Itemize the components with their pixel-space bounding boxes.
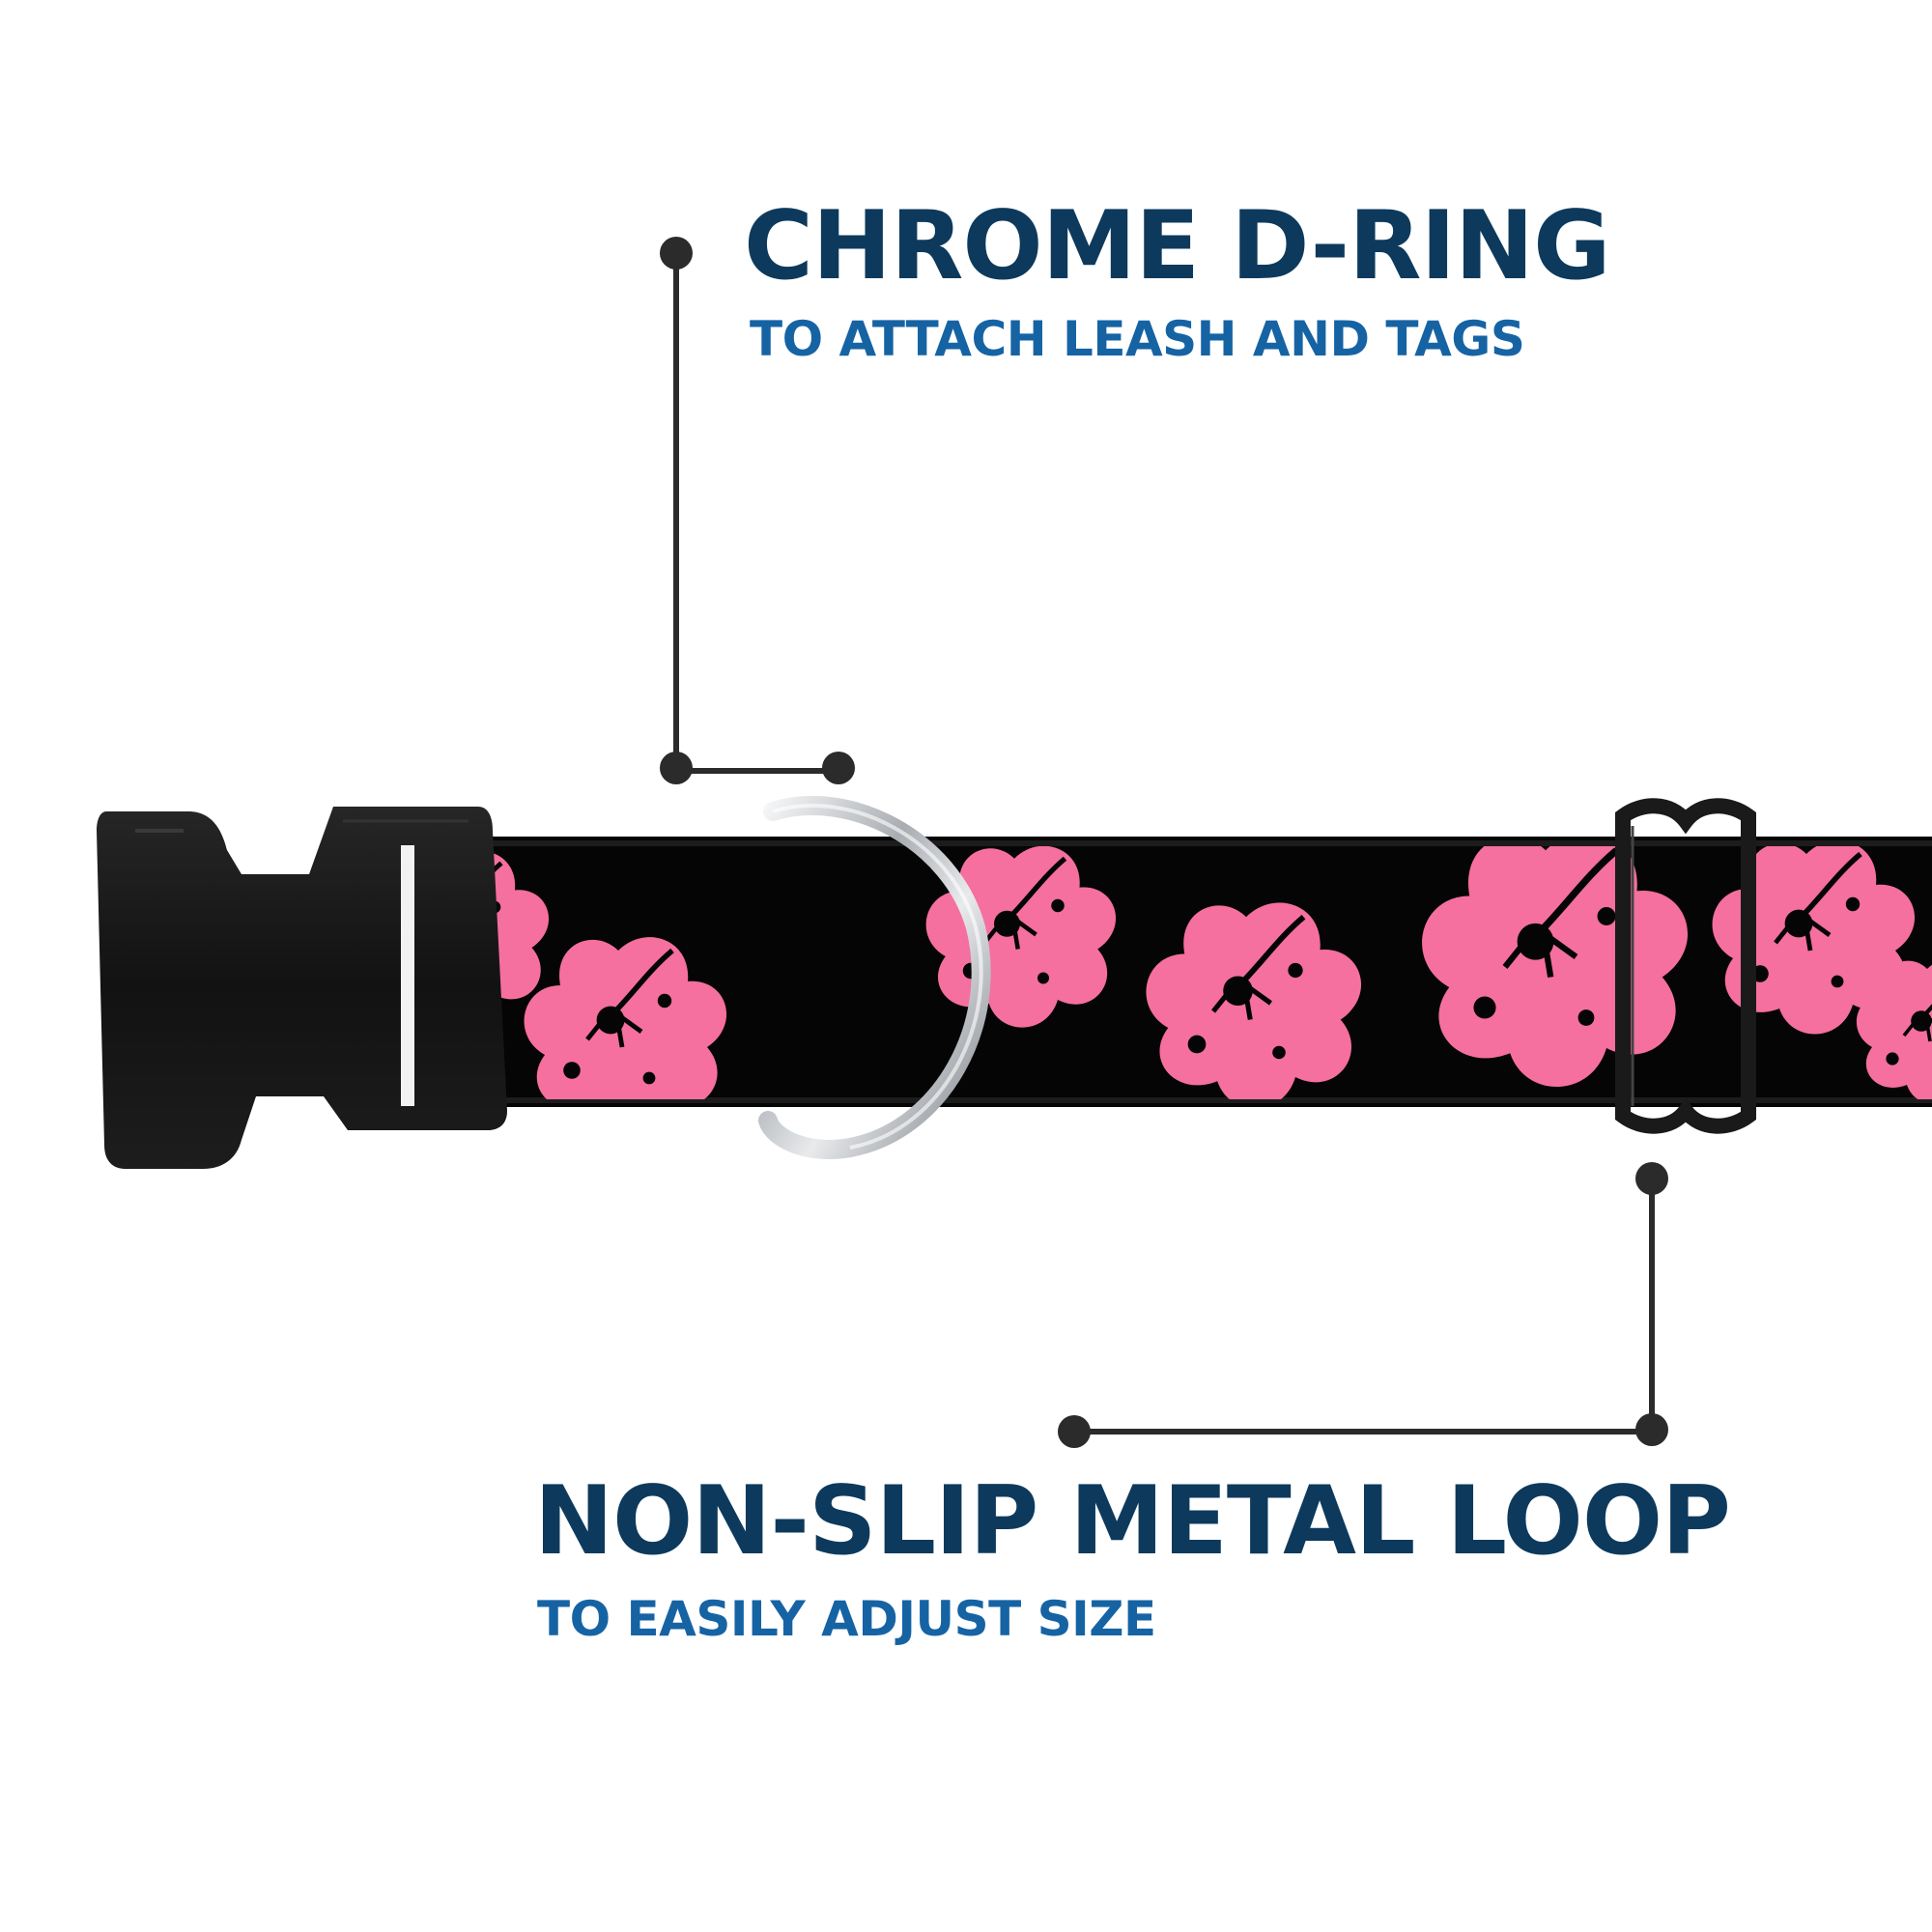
leader-dot bbox=[660, 237, 693, 270]
d-ring-callout-subtitle: TO ATTACH LEASH AND TAGS bbox=[750, 311, 1525, 367]
chrome-d-ring bbox=[758, 795, 991, 1159]
loop-leader-line bbox=[1058, 1162, 1668, 1448]
leader-dot bbox=[1635, 1413, 1668, 1446]
side-release-buckle bbox=[97, 807, 507, 1169]
leader-dot bbox=[1635, 1162, 1668, 1195]
loop-callout-title: NON-SLIP METAL LOOP bbox=[534, 1466, 1731, 1577]
d-ring-callout-title: CHROME D-RING bbox=[744, 191, 1611, 301]
loop-callout-subtitle: TO EASILY ADJUST SIZE bbox=[537, 1591, 1156, 1647]
leader-dot bbox=[822, 752, 855, 784]
collar-strap bbox=[406, 837, 1932, 1107]
leader-dot bbox=[660, 752, 693, 784]
metal-loop bbox=[1615, 798, 1756, 1134]
leader-dot bbox=[1058, 1415, 1091, 1448]
d-ring-leader-line bbox=[660, 237, 855, 784]
